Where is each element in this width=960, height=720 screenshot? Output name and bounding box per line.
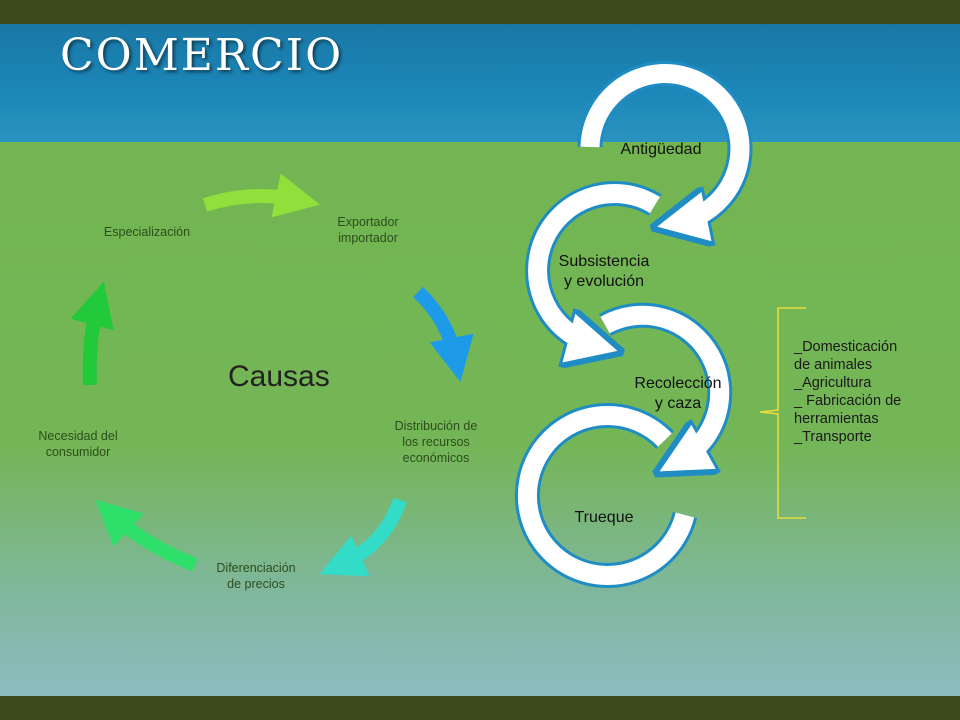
- cycle-arrow-4: [95, 499, 198, 572]
- notes-brace: [759, 307, 806, 519]
- content-background: [0, 142, 960, 696]
- stage-ring-trueque: [514, 403, 698, 588]
- cycle-arrow-5: [70, 281, 114, 386]
- cycle-arrow-1: [202, 173, 320, 218]
- cycle-arrow-2: [413, 286, 474, 382]
- node-distribucion: Distribución de los recursos económicos: [394, 419, 478, 465]
- top-bar: [0, 0, 960, 24]
- cycle-center-label: Causas: [228, 360, 330, 393]
- header-band: [0, 24, 960, 142]
- notes-line: _Domesticación: [794, 339, 898, 355]
- notes-list: _Domesticación de animales _Agricultura …: [794, 338, 944, 446]
- cycle-arrow-3: [319, 497, 407, 577]
- stage-label-antiguedad: Antigüedad: [620, 141, 702, 158]
- stage-label-recoleccion: Recolección y caza: [634, 375, 722, 412]
- node-diferenciacion: Diferenciación de precios: [216, 561, 296, 591]
- stage-ring-recoleccion: [598, 302, 733, 460]
- stage-ring-antiguedad: [577, 61, 753, 222]
- node-especializacion: Especialización: [103, 225, 191, 239]
- stage-label-subsistencia: Subsistencia y evolución: [558, 253, 650, 290]
- notes-line: herramientas: [794, 411, 879, 427]
- notes-line: _Agricultura: [794, 375, 872, 391]
- node-necesidad: Necesidad del consumidor: [38, 429, 118, 459]
- stage-rings: [514, 61, 753, 588]
- stage-ring-subsistencia: [525, 181, 662, 345]
- notes-line: de animales: [794, 357, 873, 373]
- slide-title: COMERCIO: [60, 30, 344, 81]
- bottom-bar: [0, 696, 960, 720]
- notes-line: _ Fabricación de: [794, 393, 902, 409]
- stage-label-trueque: Trueque: [574, 509, 634, 526]
- node-exportador: Exportador importador: [337, 215, 399, 245]
- notes-line: _Transporte: [794, 429, 872, 445]
